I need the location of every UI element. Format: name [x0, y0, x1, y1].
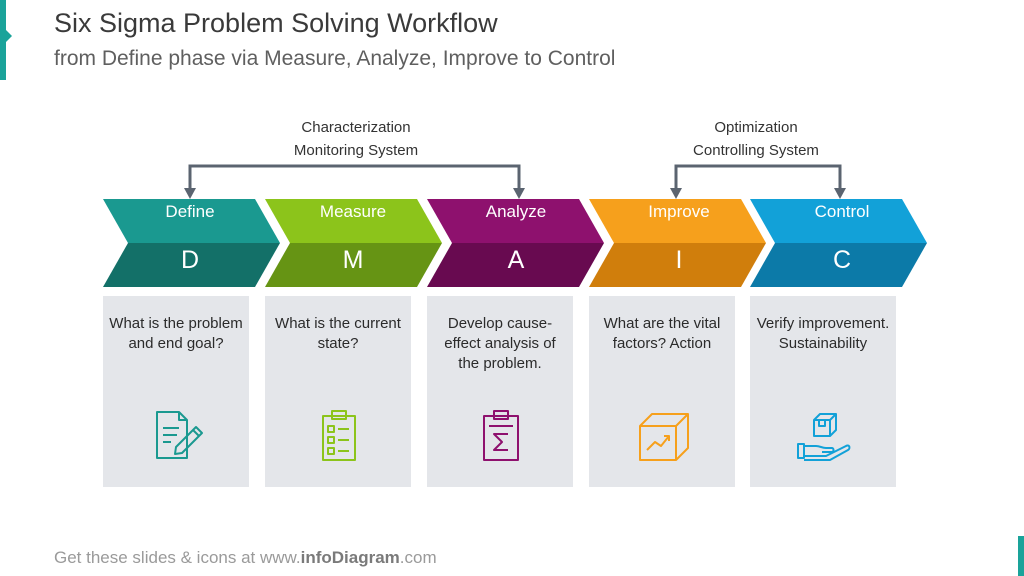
step-letter-define: D [180, 246, 200, 274]
group-label-line1: Characterization [301, 119, 411, 136]
footer-brand: infoDiagram [300, 548, 400, 567]
right-accent-bar [1018, 536, 1024, 576]
step-name-control: Control [814, 202, 870, 221]
bracket-arrowhead [184, 188, 196, 199]
step-card-control: Verify improvement. Sustainability [750, 296, 896, 487]
bracket-connector-optimization [674, 164, 842, 191]
step-name-measure: Measure [319, 202, 387, 221]
footer-credit: Get these slides & icons at www.infoDiag… [54, 548, 437, 568]
chevron-top-control [750, 199, 927, 243]
checklist-clipboard-icon [322, 410, 356, 461]
bracket-arrowhead [513, 188, 525, 199]
step-letter-analyze: A [507, 246, 525, 274]
page-title: Six Sigma Problem Solving Workflow [54, 8, 498, 38]
chevron-bottom-analyze [427, 243, 604, 287]
step-name-analyze: Analyze [485, 202, 547, 221]
chevron-bottom-define [103, 243, 280, 287]
step-letter-improve: I [675, 246, 683, 274]
page-subtitle: from Define phase via Measure, Analyze, … [54, 47, 616, 70]
step-card-improve: What are the vital factors? Action [589, 296, 735, 487]
step-card-text: Verify improvement. Sustainability [756, 315, 890, 352]
step-card-text: Develop cause-effect analysis of the pro… [444, 315, 556, 372]
chevron-top-measure [265, 199, 442, 243]
footer-prefix: Get these slides & icons at www. [54, 548, 301, 567]
step-card-define: What is the problem and end goal? [103, 296, 249, 487]
step-name-define: Define [165, 202, 215, 221]
group-label-line2: Monitoring System [293, 142, 419, 159]
document-pencil-icon [156, 411, 203, 459]
group-label-optimization: Optimization Controlling System [646, 116, 866, 162]
step-letter-measure: M [342, 246, 364, 274]
step-name-improve: Improve [648, 202, 710, 221]
step-card-text: What is the current state? [275, 315, 401, 352]
step-card-text: What are the vital factors? Action [603, 315, 721, 352]
chevron-top-improve [589, 199, 766, 243]
chevron-bottom-measure [265, 243, 442, 287]
growth-box-icon [639, 413, 689, 461]
chevron-top-define [103, 199, 280, 243]
step-letter-control: C [832, 246, 852, 274]
group-label-characterization: Characterization Monitoring System [246, 116, 466, 162]
hand-box-icon [797, 413, 851, 461]
bracket-connector-characterization [188, 164, 521, 191]
sigma-clipboard-icon [483, 410, 519, 461]
group-label-line2: Controlling System [693, 142, 819, 159]
footer-suffix: .com [399, 548, 437, 567]
left-accent-bar [0, 0, 12, 80]
group-label-line1: Optimization [714, 119, 798, 136]
chevron-bottom-improve [589, 243, 766, 287]
step-card-text: What is the problem and end goal? [109, 315, 243, 352]
bracket-arrowhead [834, 188, 846, 199]
step-card-measure: What is the current state? [265, 296, 411, 487]
bracket-arrowhead [670, 188, 682, 199]
step-card-analyze: Develop cause-effect analysis of the pro… [427, 296, 573, 487]
chevron-bottom-control [750, 243, 927, 287]
chevron-top-analyze [427, 199, 604, 243]
